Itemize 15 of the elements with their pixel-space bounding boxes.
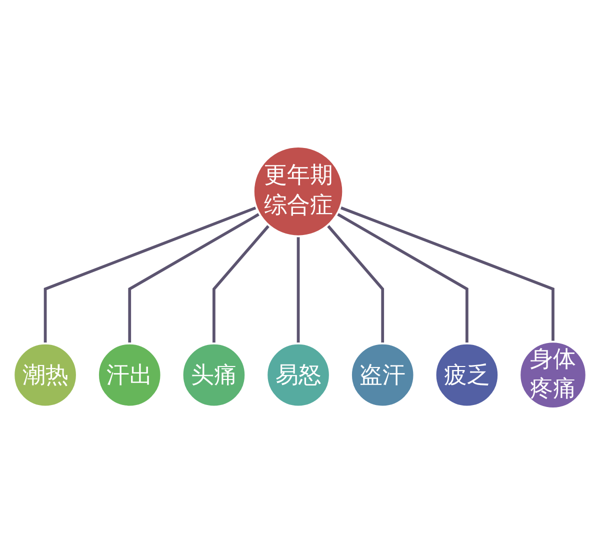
topic-circle: 盗汗: [350, 342, 416, 408]
connector-line: [336, 212, 468, 344]
connector-line: [326, 224, 384, 344]
topic-circle: 疲乏: [434, 342, 500, 408]
topic-circle: 汗出: [97, 342, 162, 408]
connector-line: [44, 206, 257, 344]
connector-line: [128, 212, 260, 344]
connector-line: [340, 206, 554, 342]
topic-circle: 潮热: [12, 342, 78, 408]
connector-line: [296, 236, 300, 344]
topic-circle: 头痛: [181, 342, 247, 408]
topic-circle: 易怒: [266, 342, 331, 408]
topic-circle: 身体疼痛: [518, 340, 588, 410]
topic-circle: 更年期综合症: [252, 146, 344, 238]
connector-line: [212, 224, 270, 344]
